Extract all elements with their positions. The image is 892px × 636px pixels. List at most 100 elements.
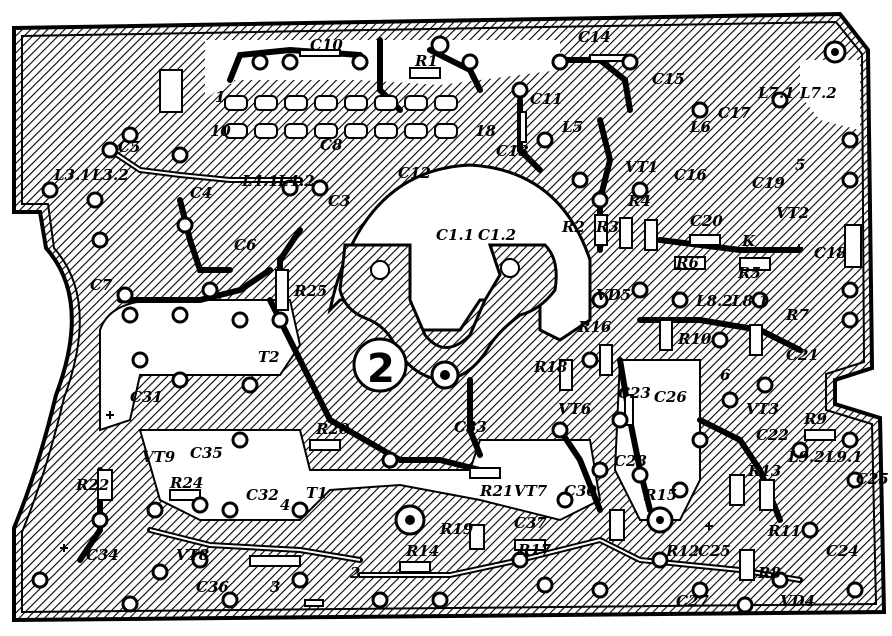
pin-4: 4 <box>280 496 290 514</box>
label-c1-2: C1.2 <box>478 226 516 244</box>
white-region-bottom <box>138 429 602 522</box>
label-l4-2: L4.2 <box>277 172 315 190</box>
label-r24: R24 <box>169 474 203 492</box>
label-c31: C31 <box>130 388 163 406</box>
label-c27: C27 <box>676 592 709 610</box>
tuning-capacitor-cutout <box>338 243 558 382</box>
label-r10: R10 <box>677 330 712 348</box>
label-c11: C11 <box>530 90 563 108</box>
polarity-marks <box>60 244 803 552</box>
label-c23: C23 <box>618 384 651 402</box>
label-c12: C12 <box>398 164 431 182</box>
label-vt8: VT8 <box>176 546 210 564</box>
label-c25a: C25 <box>856 470 889 488</box>
label-r18: R18 <box>533 358 568 376</box>
label-t1: T1 <box>306 484 328 502</box>
label-l9-2: L9.2 <box>787 448 825 466</box>
label-c6: C6 <box>234 236 257 254</box>
label-r6: R6 <box>675 254 699 272</box>
label-c18: C18 <box>814 244 847 262</box>
label-t2: T2 <box>258 348 280 366</box>
label-r7: R7 <box>785 306 809 324</box>
label-c36: C36 <box>196 578 229 596</box>
label-c10: C10 <box>310 36 343 54</box>
label-l8-1: L8.1 <box>731 292 769 310</box>
label-c37: C37 <box>514 514 547 532</box>
label-c15: C15 <box>652 70 685 88</box>
pin-6: 6 <box>720 366 731 384</box>
pin-5: 5 <box>795 156 805 174</box>
label-l8-2: L8.2 <box>695 292 733 310</box>
component-labels: C10 C14 R1 C11 C15 L7.1 L7.2 C17 C13 L5 … <box>53 28 889 610</box>
label-r14: R14 <box>405 542 439 560</box>
label-c28: C28 <box>614 452 647 470</box>
label-vt9: VT9 <box>142 448 176 466</box>
white-region-top-right <box>800 60 860 130</box>
label-r4: R4 <box>627 192 651 210</box>
component-footprints <box>97 49 862 607</box>
label-r1: R1 <box>414 52 438 70</box>
label-l9-1: L9.1 <box>825 448 863 466</box>
label-l6: L6 <box>689 118 712 136</box>
label-r16: R16 <box>577 318 612 336</box>
label-r21: R21 <box>479 482 513 500</box>
label-r9: R9 <box>803 410 827 428</box>
pin-1: 1 <box>215 88 225 106</box>
pin-k: K <box>741 232 756 250</box>
label-c34: C34 <box>86 546 119 564</box>
pin-3: 3 <box>270 578 280 596</box>
label-r25: R25 <box>293 282 327 300</box>
label-vd5: VD5 <box>596 286 631 304</box>
label-r2: R2 <box>561 218 585 236</box>
label-c21: C21 <box>786 346 819 364</box>
label-c14: C14 <box>578 28 611 46</box>
label-r5: R5 <box>737 264 761 282</box>
label-vt1: VT1 <box>625 158 658 176</box>
label-c5: C5 <box>118 138 140 156</box>
pin-18: 18 <box>475 122 496 140</box>
label-c20: C20 <box>690 212 723 230</box>
label-c33: C33 <box>454 418 487 436</box>
label-vt7: VT7 <box>514 482 548 500</box>
pin-2: 2 <box>349 564 360 582</box>
pin-numbers: 1 10 18 2 3 4 5 6 K <box>210 88 805 596</box>
label-l3-1: L3.1 <box>53 166 91 184</box>
label-r15: R15 <box>643 486 677 504</box>
filter-row-pads <box>224 95 458 139</box>
label-r3: R3 <box>595 218 619 236</box>
label-c30: C30 <box>564 482 597 500</box>
solder-pads <box>31 35 864 614</box>
label-c19: C19 <box>752 174 785 192</box>
label-c35: C35 <box>190 444 223 462</box>
label-c22: C22 <box>756 426 789 444</box>
label-r22: R22 <box>75 476 109 494</box>
track-outlines <box>109 149 801 581</box>
label-l7-1: L7.1 <box>757 84 795 102</box>
label-r13: R13 <box>747 462 781 480</box>
label-vt6: VT6 <box>558 400 592 418</box>
label-c13: C13 <box>496 142 529 160</box>
label-c26: C26 <box>654 388 687 406</box>
label-vd4: VD4 <box>780 592 815 610</box>
center-pad <box>352 337 408 393</box>
label-c4: C4 <box>190 184 212 202</box>
board-number: 2 <box>367 346 395 392</box>
label-r20: R20 <box>315 420 350 438</box>
label-l4-1: L4.1 <box>241 172 279 190</box>
label-r12: R12 <box>665 542 699 560</box>
label-l5: L5 <box>561 118 583 136</box>
label-r19: R19 <box>439 520 474 538</box>
label-vt2: VT2 <box>776 204 809 222</box>
label-c17: C17 <box>718 104 751 122</box>
label-c32: C32 <box>246 486 279 504</box>
label-c1-1: C1.1 <box>436 226 474 244</box>
label-c7: C7 <box>90 276 113 294</box>
label-vt3: VT3 <box>746 400 779 418</box>
label-l7-2: L7.2 <box>799 84 837 102</box>
board-inner-outline <box>21 20 878 614</box>
pin-10: 10 <box>210 122 231 140</box>
label-c24: C24 <box>826 542 859 560</box>
label-c25: C25 <box>698 542 731 560</box>
label-c3: C3 <box>328 192 350 210</box>
